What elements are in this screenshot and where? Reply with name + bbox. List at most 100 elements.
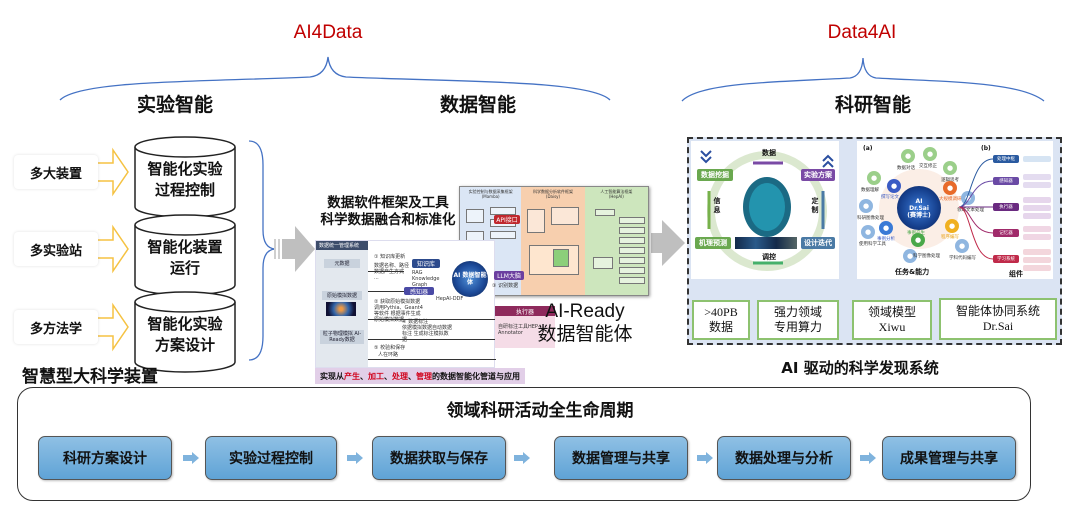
lifecycle-step-data-acquisition[interactable]: 数据获取与保存 <box>372 436 506 480</box>
input-label-text: 多方法学 <box>29 321 82 337</box>
component-leaf <box>1023 197 1051 203</box>
step-5-detail: 人在环路 <box>378 352 399 358</box>
component-leaf <box>1023 174 1051 180</box>
panel-b-label: (b) <box>981 145 991 152</box>
task-label: 程序编写 <box>941 235 959 240</box>
summary-sep: 、 <box>360 371 368 381</box>
cycle-edge-control: 调控 <box>762 253 776 261</box>
summary-highlight: 管理 <box>416 371 432 381</box>
task-label: 大规模调研 <box>939 197 962 202</box>
research-system-frame: 数据挖掘 实验方案 机理预测 设计迭代 数据 信息 定制 调控 (a) (b) … <box>687 137 1062 345</box>
step-arrow-icon <box>860 452 876 464</box>
lifecycle-frame <box>17 387 1031 501</box>
components-caption: 组件 <box>1009 270 1023 278</box>
input-multi-methods: 多方法学 <box>14 310 98 344</box>
task-label: 逻辑思考 <box>941 177 959 183</box>
arch-column-title: 科学数据分析软件框架(Daisy) <box>533 189 573 199</box>
cylinder-plan-design: 智能化实验 方案设计 <box>133 290 237 374</box>
input-arrow-2 <box>95 224 129 274</box>
discovery-cycle-card: 数据挖掘 实验方案 机理预测 设计迭代 数据 信息 定制 调控 <box>691 141 839 279</box>
ai-ready-agent-title: AI-Ready 数据智能体 <box>527 300 643 346</box>
cycle-edge-customize: 定制 <box>811 197 819 214</box>
api-tag: API接口 <box>494 215 520 224</box>
cycle-edge-data: 数据 <box>762 149 776 157</box>
step-4-detail: 依据模拟数据自动数据标注 生成标注模拟数据 <box>402 325 453 343</box>
knowledge-base-tag: 知识库 <box>412 259 440 268</box>
arch-block <box>490 207 516 215</box>
task-label: 使用科学工具 <box>859 242 886 247</box>
step-1-detail: 数据名称、路径 数据产生方式 ... <box>374 263 410 281</box>
ai-ready-data-box: 粒子物理模拟 AI-Ready数据 <box>320 330 364 344</box>
cylinder-shape <box>134 214 236 296</box>
task-icon: ● <box>903 249 917 263</box>
task-icon: ● <box>887 179 901 193</box>
component-leaf <box>1023 182 1051 188</box>
component-leaf <box>1023 213 1051 219</box>
lifecycle-step-data-analysis[interactable]: 数据处理与分析 <box>717 436 851 480</box>
cylinder-text-line2: 方案设计 <box>154 336 215 354</box>
component-tree-lines <box>958 158 994 260</box>
lifecycle-step-results-sharing[interactable]: 成果管理与共享 <box>882 436 1016 480</box>
feature-line1: 智能体协同系统 <box>955 304 1040 318</box>
component-leaf <box>1023 156 1051 162</box>
connector-line <box>368 319 496 320</box>
component-leaf <box>1023 234 1051 240</box>
task-label: 领域文本处理 <box>957 208 984 213</box>
executor-tool: 自研标注工具HEP-Annotator <box>498 324 540 336</box>
executor-panel: 执行器 自研标注工具HEP-Annotator <box>495 306 555 348</box>
research-intelligence-title: 科研智能 <box>834 94 911 116</box>
data-pipeline-summary: 实现从产生、加工、处理、管理的数据智能化管道与应用 <box>315 368 525 384</box>
ai-discovery-caption: AI 驱动的科学发现系统 <box>781 359 939 377</box>
component-leaf <box>1023 205 1051 211</box>
lifecycle-step-research-design[interactable]: 科研方案设计 <box>38 436 172 480</box>
llm-brain-tag: LLM大脑 <box>494 271 524 280</box>
arch-block <box>618 277 645 284</box>
arch-column-title: 实验控制与数据采集框架(Mamba) <box>468 189 513 199</box>
data-intelligence-title: 数据智能 <box>439 94 516 116</box>
experiment-intelligence-title: 实验智能 <box>136 94 213 116</box>
step-arrow-icon <box>514 452 530 464</box>
cycle-node-mechanism-prediction: 机理预测 <box>695 237 731 249</box>
cycle-node-data-mining: 数据挖掘 <box>697 169 733 181</box>
summary-prefix: 实现从 <box>320 371 344 381</box>
arch-block <box>551 207 580 225</box>
task-icon: ● <box>879 221 893 235</box>
cylinder-text-line1: 智能化实验 <box>147 315 223 333</box>
metadata-box: 元数据 <box>324 259 360 268</box>
feature-data-volume: >40PB 数据 <box>692 300 750 340</box>
data4ai-title: Data4AI <box>827 22 897 43</box>
task-label: 数据理解 <box>861 188 879 193</box>
kb-detail: RAG Knowledge Graph <box>412 270 440 288</box>
arch-block <box>553 249 570 267</box>
cylinder-shape <box>134 291 236 373</box>
feature-agent-system: 智能体协同系统 Dr.Sai <box>939 298 1057 340</box>
step-2-label: ② 获取原始模拟数据 <box>374 299 421 305</box>
arch-block <box>490 231 516 239</box>
arch-block <box>618 227 645 234</box>
arch-block <box>618 267 645 274</box>
experiment-brace <box>248 140 276 361</box>
task-label: 科学图像处理 <box>913 254 940 259</box>
input-label-text: 多大装置 <box>29 166 82 182</box>
core-line: AI <box>915 197 923 205</box>
feature-line1: 强力领域 <box>773 305 822 319</box>
lifecycle-title: 领域科研活动全生命周期 <box>446 401 634 421</box>
facility-images <box>735 237 797 249</box>
cylinder-text-line1: 智能化实验 <box>147 160 223 178</box>
feature-line2: Dr.Sai <box>982 319 1014 333</box>
arch-block <box>527 209 546 233</box>
component-memory: 记忆器 <box>993 229 1019 237</box>
data-framework-title-line2: 科学数据融合和标准化 <box>320 212 456 228</box>
task-icon: ● <box>943 161 957 175</box>
lifecycle-step-data-management[interactable]: 数据管理与共享 <box>554 436 688 480</box>
summary-highlight: 处理 <box>392 371 408 381</box>
summary-highlight: 产生 <box>344 371 360 381</box>
task-label: 事例分析 <box>877 237 895 242</box>
task-icon: ● <box>945 219 959 233</box>
feature-domain-model: 领域模型 Xiwu <box>852 300 932 340</box>
lifecycle-step-process-control[interactable]: 实验过程控制 <box>205 436 337 480</box>
summary-sep: 、 <box>384 371 392 381</box>
feature-line2: Xiwu <box>878 320 906 334</box>
cycle-ring <box>700 150 834 271</box>
task-icon: ● <box>901 149 915 163</box>
